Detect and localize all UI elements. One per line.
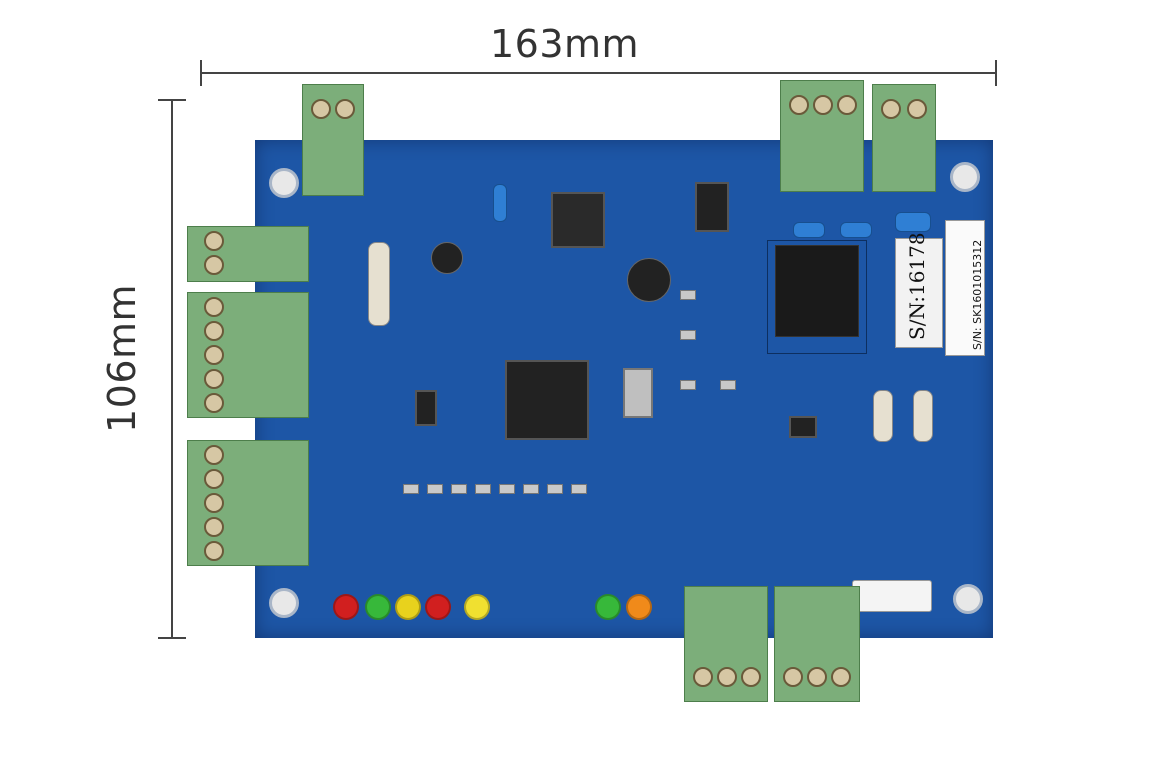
smd-component	[403, 484, 419, 494]
screw-icon	[881, 99, 901, 119]
screw-icon	[335, 99, 355, 119]
voltage-regulator	[551, 192, 605, 248]
smd-component	[523, 484, 539, 494]
screw-icon	[693, 667, 713, 687]
screw-icon	[204, 369, 224, 389]
resistor-2	[913, 390, 933, 442]
mounting-hole-top-left	[269, 168, 299, 198]
screw-icon	[783, 667, 803, 687]
screw-icon	[837, 95, 857, 115]
screw-icon	[204, 297, 224, 317]
barcode-text: S/N: SK1601015312	[971, 239, 984, 350]
screw-icon	[204, 469, 224, 489]
smd-component	[547, 484, 563, 494]
terminal-block-bottom-2	[774, 586, 860, 702]
relay	[775, 245, 859, 337]
width-dimension-line	[200, 72, 997, 74]
mounting-hole-bottom-right	[953, 584, 983, 614]
screw-icon	[907, 99, 927, 119]
microcontroller-chip	[505, 360, 589, 440]
smd-component	[571, 484, 587, 494]
led-red-2	[425, 594, 451, 620]
screw-icon	[204, 541, 224, 561]
screw-icon	[204, 345, 224, 365]
crystal-oscillator	[623, 368, 653, 418]
screw-icon	[204, 393, 224, 413]
screw-icon	[204, 517, 224, 537]
capacitor-3	[895, 212, 931, 232]
width-dimension-label: 163mm	[490, 22, 640, 66]
terminal-block-top-left	[302, 84, 364, 196]
barcode-sticker	[945, 220, 985, 356]
screw-icon	[789, 95, 809, 115]
smd-component	[475, 484, 491, 494]
led-red-1	[333, 594, 359, 620]
height-dimension-label: 106mm	[100, 283, 144, 433]
led-green-1	[365, 594, 391, 620]
ic-chip-small	[415, 390, 437, 426]
width-dimension-tick-left	[200, 60, 202, 86]
smd-component	[680, 380, 696, 390]
serial-number-sticker	[895, 238, 943, 348]
terminal-block-left-2	[187, 292, 309, 418]
mounting-hole-bottom-left	[269, 588, 299, 618]
connector-header	[852, 580, 932, 612]
width-dimension-tick-right	[995, 60, 997, 86]
resistor-1	[873, 390, 893, 442]
led-yellow-2	[464, 594, 490, 620]
screw-icon	[204, 493, 224, 513]
height-dimension-tick-top	[158, 99, 186, 101]
terminal-block-top-right-1	[780, 80, 864, 192]
smd-component	[680, 330, 696, 340]
led-green-2	[595, 594, 621, 620]
smd-component	[427, 484, 443, 494]
terminal-block-left-3	[187, 440, 309, 566]
height-dimension-tick-bottom	[158, 637, 186, 639]
screw-icon	[204, 255, 224, 275]
electrolytic-capacitor	[627, 258, 671, 302]
screw-icon	[204, 231, 224, 251]
capacitor-2	[840, 222, 872, 238]
capacitor-1	[793, 222, 825, 238]
terminal-block-bottom-1	[684, 586, 768, 702]
circuit-board: S/N:16178 S/N: SK1601015312	[255, 140, 993, 638]
terminal-block-left-1	[187, 226, 309, 282]
smd-component	[451, 484, 467, 494]
electrolytic-capacitor-small	[431, 242, 463, 274]
screw-icon	[204, 445, 224, 465]
led-yellow-1	[395, 594, 421, 620]
ic-chip-right	[789, 416, 817, 438]
mounting-hole-top-right	[950, 162, 980, 192]
smd-component	[499, 484, 515, 494]
ic-chip-top	[695, 182, 729, 232]
screw-icon	[813, 95, 833, 115]
smd-component	[680, 290, 696, 300]
screw-icon	[311, 99, 331, 119]
screw-icon	[204, 321, 224, 341]
terminal-block-top-right-2	[872, 84, 936, 192]
screw-icon	[741, 667, 761, 687]
screw-icon	[831, 667, 851, 687]
capacitor-4	[493, 184, 507, 222]
led-orange	[626, 594, 652, 620]
smd-component	[720, 380, 736, 390]
screw-icon	[717, 667, 737, 687]
height-dimension-line	[171, 100, 173, 638]
relay-frame	[767, 240, 867, 354]
fuse	[368, 242, 390, 326]
serial-number-text: S/N:16178	[905, 232, 929, 340]
screw-icon	[807, 667, 827, 687]
